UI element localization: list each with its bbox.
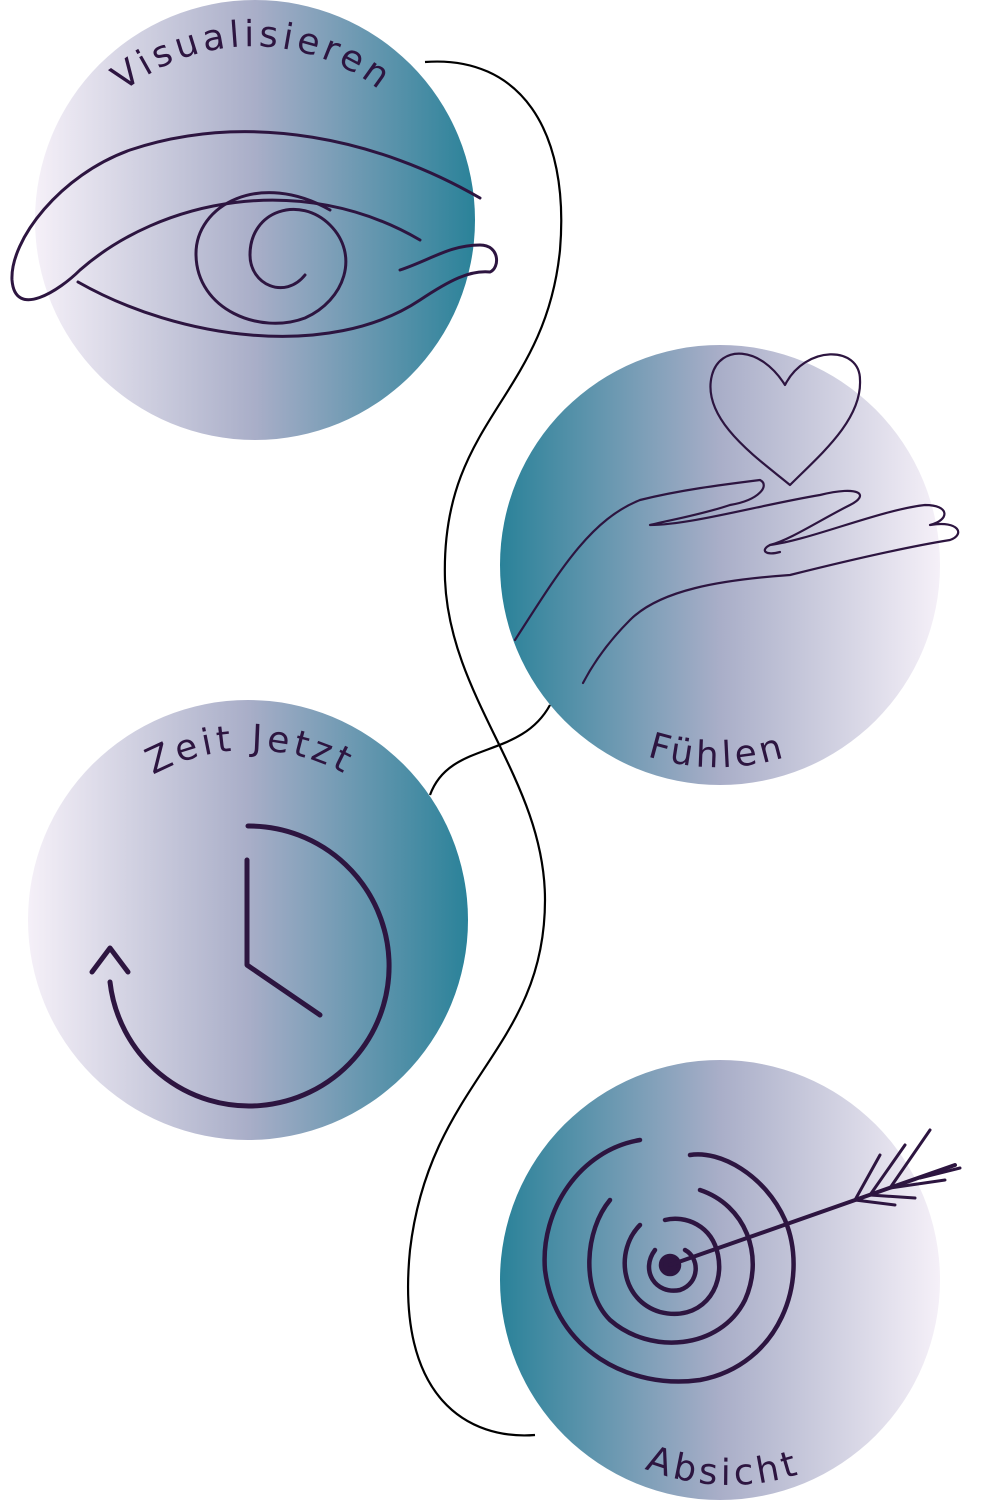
circle-visualisieren [35, 0, 475, 440]
hand-heart-icon [513, 352, 960, 685]
target-arrow-icon [542, 1128, 962, 1384]
connector-branch [428, 704, 551, 796]
eye-icon [10, 130, 499, 338]
connector-line [407, 60, 563, 1437]
clock-icon [89, 823, 392, 1109]
circle-fuehlen [500, 345, 940, 785]
circle-absicht [500, 1060, 940, 1500]
